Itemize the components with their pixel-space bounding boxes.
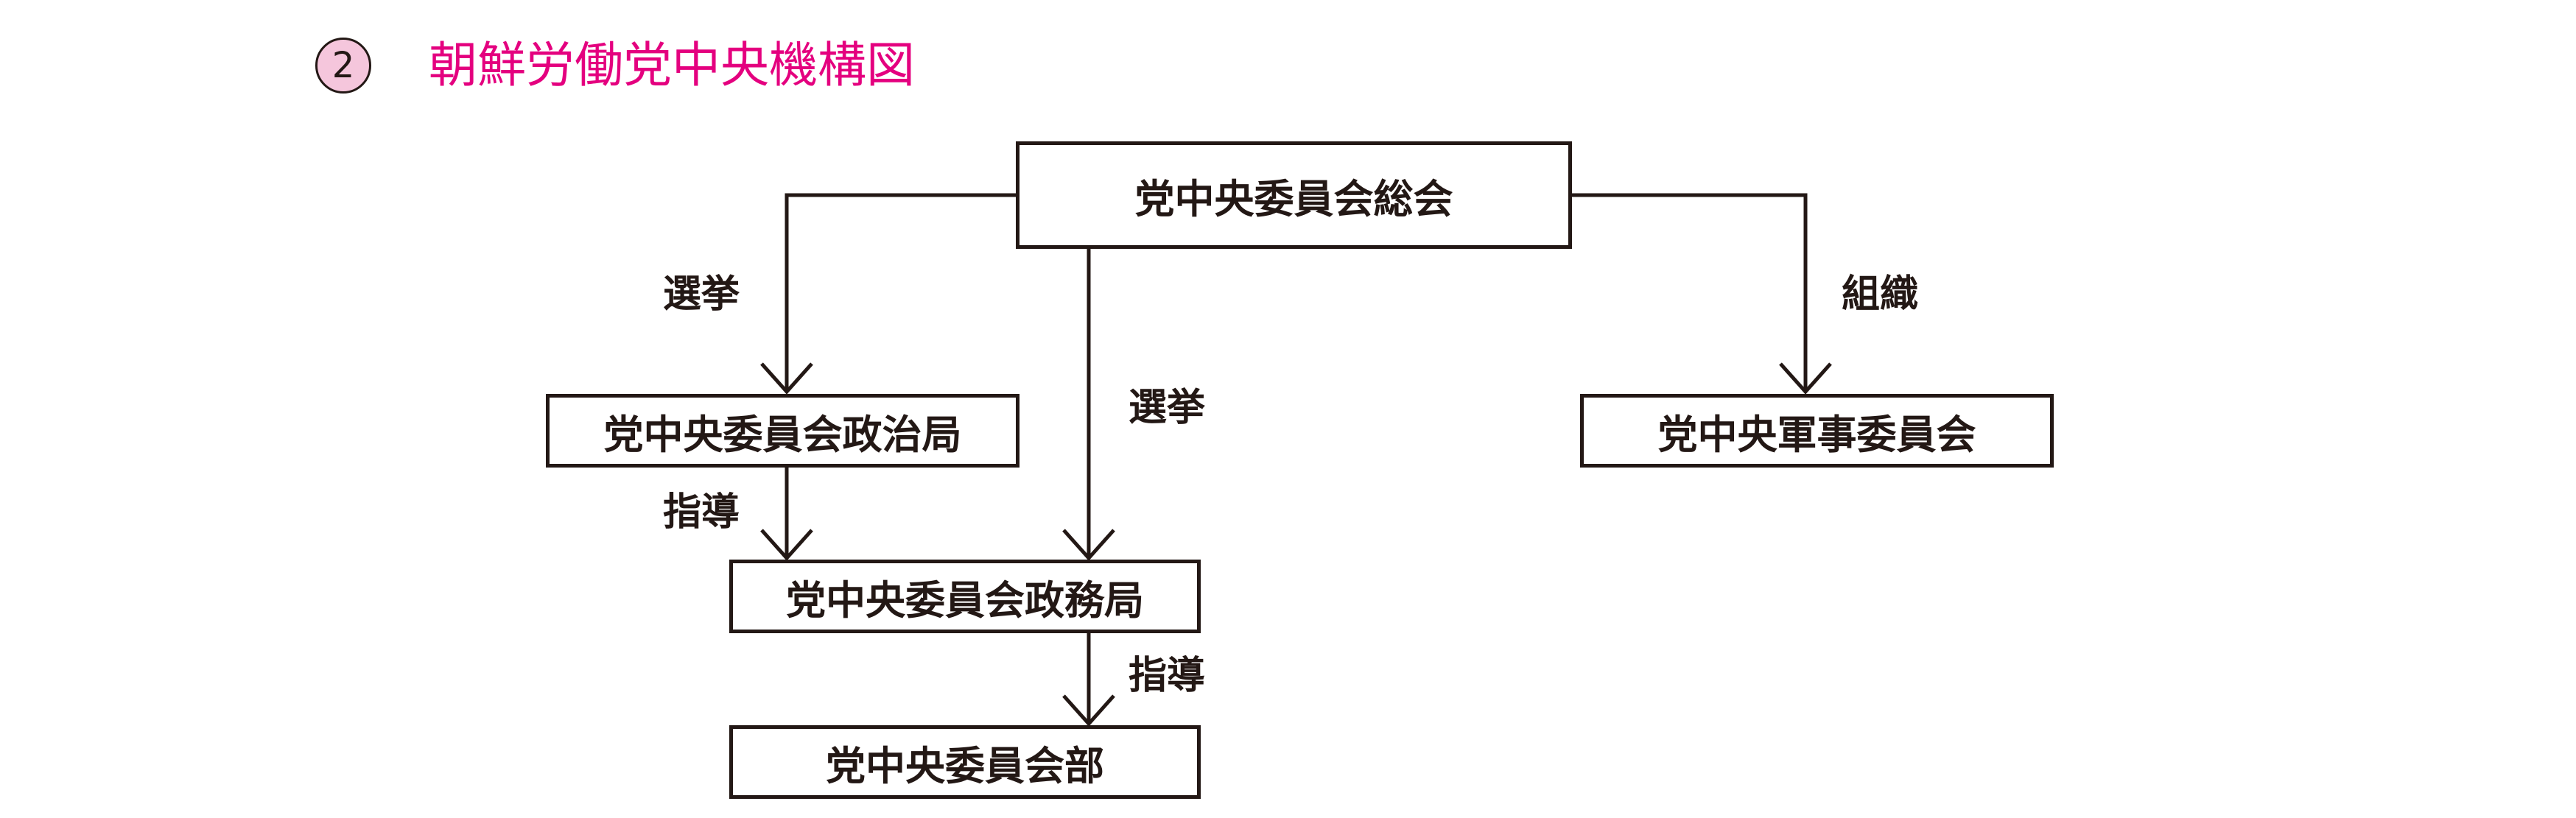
node-military-commission: 党中央軍事委員会 xyxy=(1580,394,2054,468)
arrowhead-politburo xyxy=(760,362,813,395)
arrowhead-departments xyxy=(1062,694,1115,727)
diagram-heading: 2 朝鮮労働党中央機構図 xyxy=(315,32,915,99)
edge-plenary-to-politburo xyxy=(785,193,1018,392)
arrowhead-executive-policy-bureau-from-plenary xyxy=(1062,529,1115,561)
label-election-executive-policy-bureau: 選挙 xyxy=(1129,386,1206,430)
heading-title: 朝鮮労働党中央機構図 xyxy=(429,37,915,94)
label-election-politburo: 選挙 xyxy=(663,272,740,317)
arrowhead-military-commission xyxy=(1779,362,1832,395)
node-plenary-meeting: 党中央委員会総会 xyxy=(1016,141,1572,249)
edge-plenary-to-military-commission xyxy=(1570,193,1808,392)
node-executive-policy-bureau: 党中央委員会政務局 xyxy=(729,560,1201,633)
node-departments: 党中央委員会部 xyxy=(729,725,1201,799)
arrowhead-executive-policy-bureau-from-politburo xyxy=(760,529,813,561)
heading-number-badge: 2 xyxy=(315,38,371,94)
node-politburo: 党中央委員会政治局 xyxy=(546,394,1019,468)
label-guidance-politburo: 指導 xyxy=(663,490,740,535)
label-guidance-executive-policy-bureau: 指導 xyxy=(1129,654,1206,698)
label-organization-military-commission: 組織 xyxy=(1842,272,1919,317)
